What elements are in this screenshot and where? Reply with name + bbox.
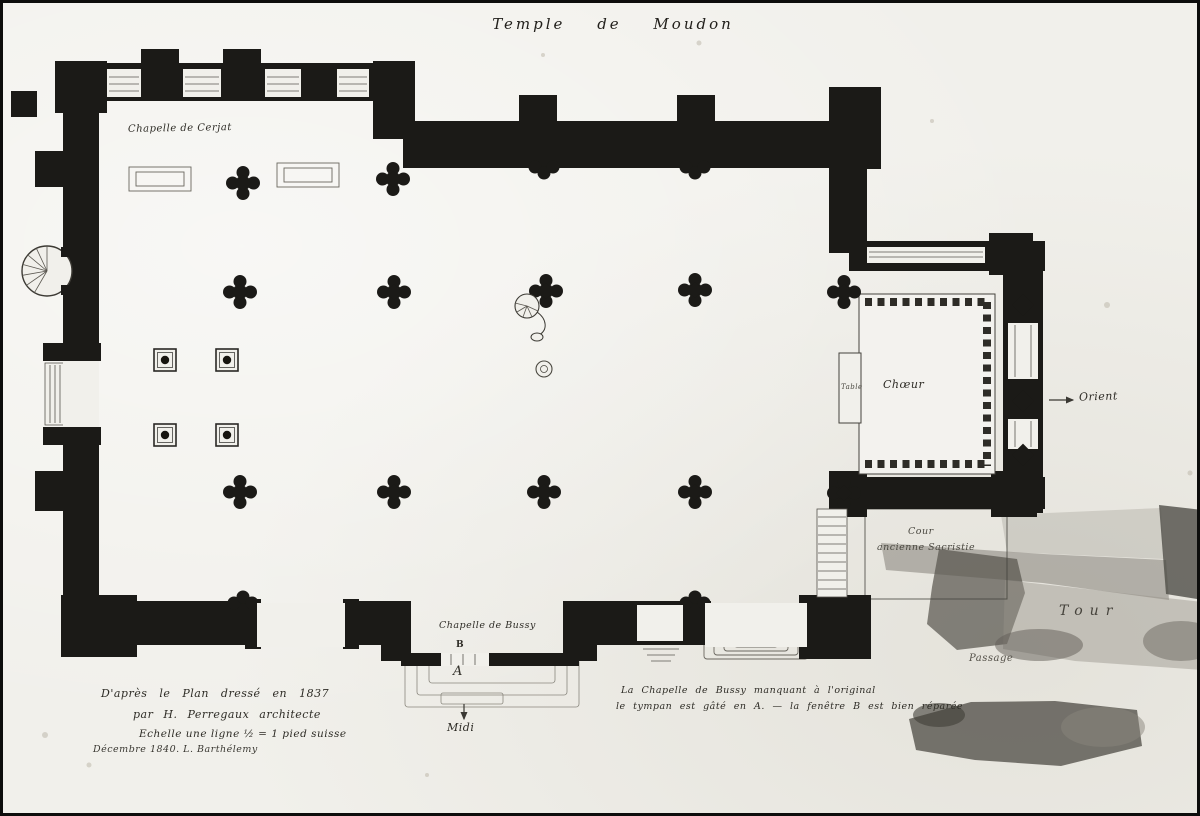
communion-table — [838, 352, 862, 424]
label-chapelle-bussy: Chapelle de Bussy — [439, 620, 536, 631]
courtyard-stairs — [816, 508, 848, 598]
square-piers — [153, 348, 239, 447]
label-cour-line1: Cour — [908, 526, 934, 537]
spiral-stair-turret — [21, 245, 73, 297]
label-chapelle-cerjat: Chapelle de Cerjat — [127, 122, 232, 135]
label-orient: Orient — [1078, 389, 1119, 404]
label-cour-line2: ancienne Sacristie — [877, 542, 976, 553]
label-table: Table — [841, 383, 863, 391]
choir-platform — [838, 293, 996, 475]
paper-specks — [42, 40, 1193, 777]
note-line-2: le tympan est gâté en A. — la fenêtre B … — [616, 701, 963, 712]
label-tour: Tour — [1059, 603, 1120, 619]
label-midi: Midi — [447, 721, 475, 734]
label-passage: Passage — [969, 653, 1014, 664]
note-line-1: La Chapelle de Bussy manquant à l'origin… — [621, 685, 876, 696]
legend-line-2: par H. Perregaux architecte — [133, 708, 321, 721]
label-choeur: Chœur — [883, 378, 925, 391]
label-marker-a: A — [453, 664, 463, 679]
legend-line-3: Echelle une ligne ½ = 1 pied suisse — [139, 728, 347, 740]
floor-plan-drawing — [11, 40, 1197, 777]
label-marker-b: B — [456, 640, 465, 650]
legend-line-1: D'après le Plan dressé en 1837 — [101, 687, 330, 700]
page-title: Temple de Moudon — [492, 15, 734, 33]
pulpit-stair — [514, 293, 546, 342]
legend-line-4: Décembre 1840. L. Barthélemy — [93, 744, 258, 755]
baptismal-font — [535, 360, 553, 378]
